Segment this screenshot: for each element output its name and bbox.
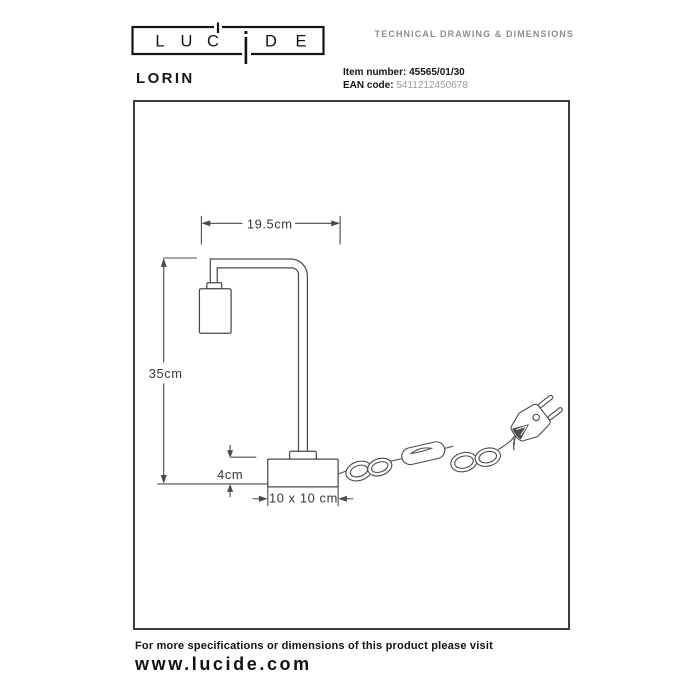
plug-icon — [510, 394, 563, 451]
lucide-logo: L U C D E — [131, 22, 325, 64]
item-number-value: 45565/01/30 — [409, 67, 465, 78]
ean-value: 5411212450678 — [396, 80, 468, 91]
ean-label: EAN code: — [343, 80, 394, 91]
dimension-base-size — [252, 485, 354, 507]
logo-letter-e: E — [295, 33, 306, 51]
socket-collar — [206, 282, 223, 290]
dim-label-base-height: 4cm — [217, 467, 243, 482]
product-info: Item number: 45565/01/30 EAN code: 54112… — [343, 66, 468, 92]
post-collar — [288, 450, 317, 460]
logo-box — [131, 25, 325, 56]
cord-knot-1 — [345, 457, 393, 482]
dimension-height — [157, 257, 271, 485]
lamp-technical-drawing: 19.5cm 35cm 4cm 10 x 10 cm — [149, 215, 563, 507]
footer-note: For more specifications or dimensions of… — [135, 640, 493, 675]
section-label: TECHNICAL DRAWING & DIMENSIONS — [374, 29, 574, 39]
logo-letter-d: D — [265, 33, 277, 51]
website-url: www.lucide.com — [135, 654, 312, 674]
logo-letter-c: C — [207, 33, 219, 51]
dim-label-base-size: 10 x 10 cm — [269, 491, 338, 506]
item-number-label: Item number: — [343, 67, 407, 78]
cord-knot-2 — [450, 447, 501, 473]
lamp-base — [267, 458, 339, 488]
bulb-socket — [198, 288, 232, 334]
item-number-row: Item number: 45565/01/30 — [343, 66, 468, 79]
lamp-arm-outer — [209, 258, 309, 453]
drawing-frame: 19.5cm 35cm 4cm 10 x 10 cm — [133, 100, 570, 630]
dim-label-height: 35cm — [149, 366, 183, 381]
product-name: LORIN — [136, 70, 195, 87]
lamp-outline — [198, 258, 339, 488]
logo-letter-i — [244, 31, 248, 64]
lamp-arm-inner — [216, 267, 300, 453]
power-cord — [337, 394, 563, 482]
footer-text: For more specifications or dimensions of… — [135, 640, 493, 652]
inline-switch — [401, 441, 446, 466]
dimension-base-height — [227, 444, 257, 498]
ean-row: EAN code: 5411212450678 — [343, 79, 468, 92]
logo-letter-l: L — [155, 33, 164, 51]
dim-label-arm-width: 19.5cm — [247, 216, 293, 231]
logo-letter-u: U — [181, 33, 193, 51]
dimension-arm-width — [200, 215, 341, 245]
